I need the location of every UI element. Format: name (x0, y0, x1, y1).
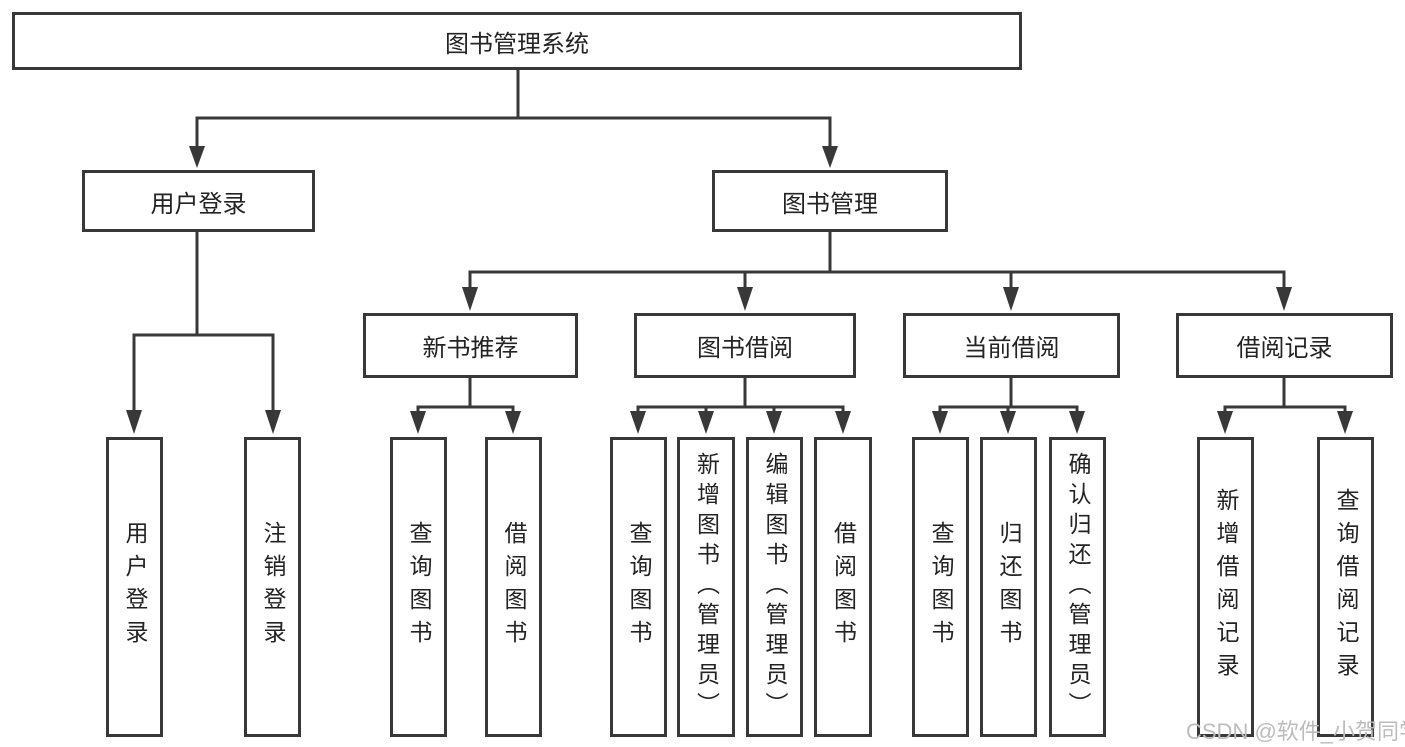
node-borrow-records: 借阅记录 (1176, 313, 1393, 378)
leaf-current-return-books: 归还图书 (980, 437, 1037, 737)
leaf-records-query-record: 查询借阅记录 (1317, 437, 1374, 737)
node-book-management: 图书管理 (712, 170, 948, 232)
connector-borrow-records-to-leaves (1217, 377, 1353, 434)
leaf-current-confirm-return-admin-label: 确认归还（管理员） (1065, 452, 1091, 722)
connector-book-management-to-level3 (462, 232, 1292, 311)
node-root-system: 图书管理系统 (12, 12, 1022, 70)
connector-new-book-to-leaves (410, 377, 521, 434)
leaf-borrow-query-books-label: 查询图书 (626, 521, 652, 653)
leaf-logout-label: 注销登录 (260, 521, 286, 653)
node-user-login: 用户登录 (82, 170, 315, 232)
leaf-borrow-borrow-books-label: 借阅图书 (830, 521, 857, 653)
leaf-borrow-edit-books-admin: 编辑图书（管理员） (746, 437, 803, 737)
csdn-watermark: CSDN @软件_小贺同学 (1186, 719, 1405, 744)
node-current-borrow: 当前借阅 (903, 313, 1120, 378)
node-book-borrow: 图书借阅 (634, 313, 856, 378)
leaf-borrow-edit-books-admin-label: 编辑图书（管理员） (762, 452, 788, 722)
leaf-borrow-add-books-admin: 新增图书（管理员） (677, 437, 735, 737)
leaf-user-login: 用户登录 (106, 437, 163, 737)
leaf-current-query-books-label: 查询图书 (928, 521, 954, 653)
leaf-current-query-books: 查询图书 (912, 437, 969, 737)
leaf-newrec-query-books-label: 查询图书 (406, 521, 432, 653)
leaf-records-add-record: 新增借阅记录 (1197, 437, 1254, 737)
leaf-newrec-query-books: 查询图书 (390, 437, 447, 737)
leaf-newrec-borrow-books: 借阅图书 (485, 437, 542, 737)
leaf-current-confirm-return-admin: 确认归还（管理员） (1049, 437, 1106, 737)
leaf-logout: 注销登录 (244, 437, 301, 737)
leaf-current-return-books-label: 归还图书 (996, 521, 1022, 653)
connector-current-borrow-to-leaves (932, 377, 1085, 434)
connector-root-to-level2 (189, 70, 838, 168)
connector-book-borrow-to-leaves (630, 377, 851, 434)
leaf-borrow-add-books-admin-label: 新增图书（管理员） (693, 452, 720, 722)
leaf-records-add-record-label: 新增借阅记录 (1213, 488, 1239, 686)
connector-user-login-to-leaves (126, 232, 281, 434)
leaf-newrec-borrow-books-label: 借阅图书 (501, 521, 527, 653)
leaf-borrow-query-books: 查询图书 (610, 437, 667, 737)
leaf-records-query-record-label: 查询借阅记录 (1333, 488, 1359, 686)
node-new-book-recommend: 新书推荐 (363, 313, 578, 378)
leaf-borrow-borrow-books: 借阅图书 (814, 437, 872, 737)
leaf-user-login-label: 用户登录 (122, 521, 148, 653)
